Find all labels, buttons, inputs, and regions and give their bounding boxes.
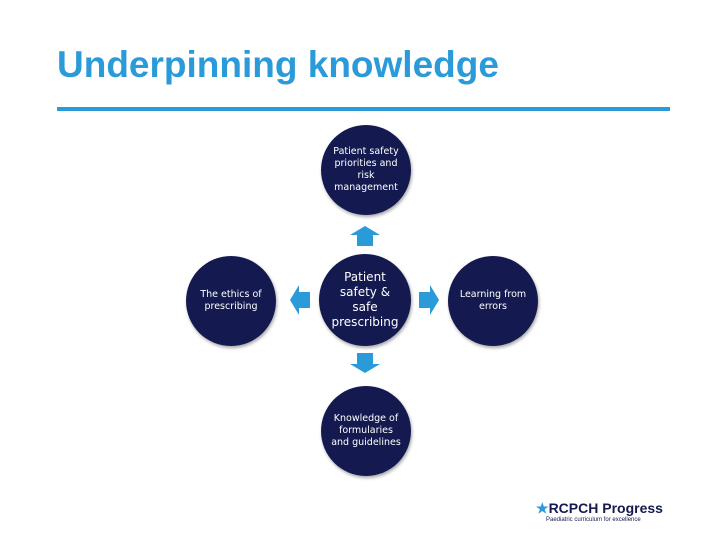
logo-tagline: Paediatric curriculum for excellence xyxy=(546,517,641,523)
node-label: Patient safety & safe prescribing xyxy=(331,270,399,329)
node-label: Patient safety priorities and risk manag… xyxy=(333,146,399,193)
rcpch-progress-logo: ★RCPCH Progress Paediatric curriculum fo… xyxy=(536,500,676,530)
logo-product: Progress xyxy=(602,500,663,516)
node-patient-safety-center: Patient safety & safe prescribing xyxy=(319,254,411,346)
arrow-down-icon xyxy=(350,353,380,373)
arrow-left-icon xyxy=(290,285,310,315)
node-knowledge-of-formularies: Knowledge of formularies and guidelines xyxy=(321,386,411,476)
node-label: Knowledge of formularies and guidelines xyxy=(331,413,401,448)
arrow-right-icon xyxy=(419,285,439,315)
star-icon: ★ xyxy=(536,500,549,516)
page-title: Underpinning knowledge xyxy=(57,44,499,85)
node-learning-from-errors: Learning from errors xyxy=(448,256,538,346)
arrow-up-icon xyxy=(350,226,380,246)
title-underline xyxy=(57,107,670,111)
node-label: Learning from errors xyxy=(459,289,527,312)
logo-brand: RCPCH xyxy=(548,500,599,516)
node-ethics-of-prescribing: The ethics of prescribing xyxy=(186,256,276,346)
node-patient-safety-priorities: Patient safety priorities and risk manag… xyxy=(321,125,411,215)
node-label: The ethics of prescribing xyxy=(200,289,262,312)
